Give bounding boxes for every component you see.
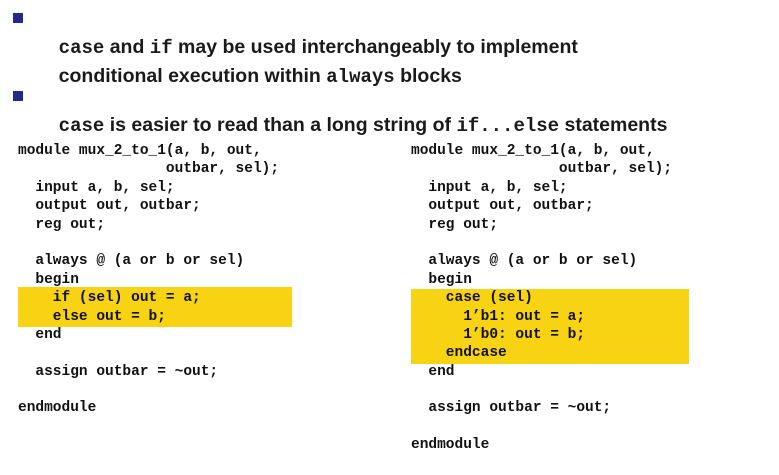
code-line: endmodule — [18, 400, 97, 417]
keyword-if: if — [149, 37, 173, 59]
code-line: input a, b, sel; — [411, 179, 568, 196]
keyword-case: case — [58, 37, 105, 59]
code-line: always @ (a or b or sel) — [411, 253, 638, 270]
code-line: assign outbar = ~out; — [18, 363, 219, 380]
code-line: reg out; — [18, 216, 106, 233]
bullet-text: blocks — [394, 65, 462, 87]
code-line: end — [18, 326, 62, 343]
code-line: end — [411, 363, 455, 380]
code-line — [411, 234, 672, 252]
keyword-always: always — [326, 66, 395, 88]
bullet-1: case and if may be used interchangeably … — [13, 5, 779, 88]
left-code-block: module mux_2_to_1(a, b, out, outbar, sel… — [18, 142, 279, 418]
code-line — [411, 381, 672, 399]
bullet-1-line-2: conditional execution within always bloc… — [37, 34, 462, 119]
code-line: endcase — [411, 345, 507, 362]
bullet-text: is easier to read than a long string of — [104, 114, 457, 136]
code-line: input a, b, sel; — [18, 179, 175, 196]
keyword-if-else: if...else — [456, 115, 560, 137]
code-line: module mux_2_to_1(a, b, out, — [18, 143, 262, 159]
bullet-2: case is easier to read than a long strin… — [13, 83, 779, 137]
bullet-square-icon — [13, 13, 23, 23]
code-line: assign outbar = ~out; — [411, 400, 612, 417]
right-code-highlight — [411, 289, 689, 364]
code-line — [18, 381, 279, 399]
bullet-2-line-1: case is easier to read than a long strin… — [37, 83, 668, 168]
left-code-highlight — [18, 287, 292, 327]
code-line: output out, outbar; — [18, 198, 201, 215]
code-line: if (sel) out = a; — [18, 290, 201, 307]
code-line: outbar, sel); — [18, 161, 280, 178]
code-line: outbar, sel); — [411, 161, 673, 178]
code-line — [18, 344, 279, 362]
code-line: 1’b1: out = a; — [411, 308, 586, 325]
code-line: begin — [411, 271, 472, 288]
code-line: case (sel) — [411, 290, 533, 307]
code-line: else out = b; — [18, 308, 166, 325]
code-line: always @ (a or b or sel) — [18, 253, 245, 270]
bullet-text: statements — [559, 114, 668, 136]
keyword-case: case — [58, 115, 105, 137]
bullet-text: and — [104, 36, 150, 58]
code-line — [411, 418, 672, 436]
code-line: 1’b0: out = b; — [411, 326, 586, 343]
bullet-1-line-1: case and if may be used interchangeably … — [37, 5, 578, 90]
code-line: reg out; — [411, 216, 499, 233]
code-line — [18, 234, 279, 252]
code-line: begin — [18, 271, 79, 288]
code-line: output out, outbar; — [411, 198, 594, 215]
code-line: module mux_2_to_1(a, b, out, — [411, 143, 655, 159]
bullet-text: conditional execution within — [58, 65, 327, 87]
bullet-square-icon — [13, 91, 23, 101]
bullet-text: may be used interchangeably to implement — [172, 36, 578, 58]
code-line: endmodule — [411, 437, 490, 454]
right-code-block: module mux_2_to_1(a, b, out, outbar, sel… — [411, 142, 672, 455]
